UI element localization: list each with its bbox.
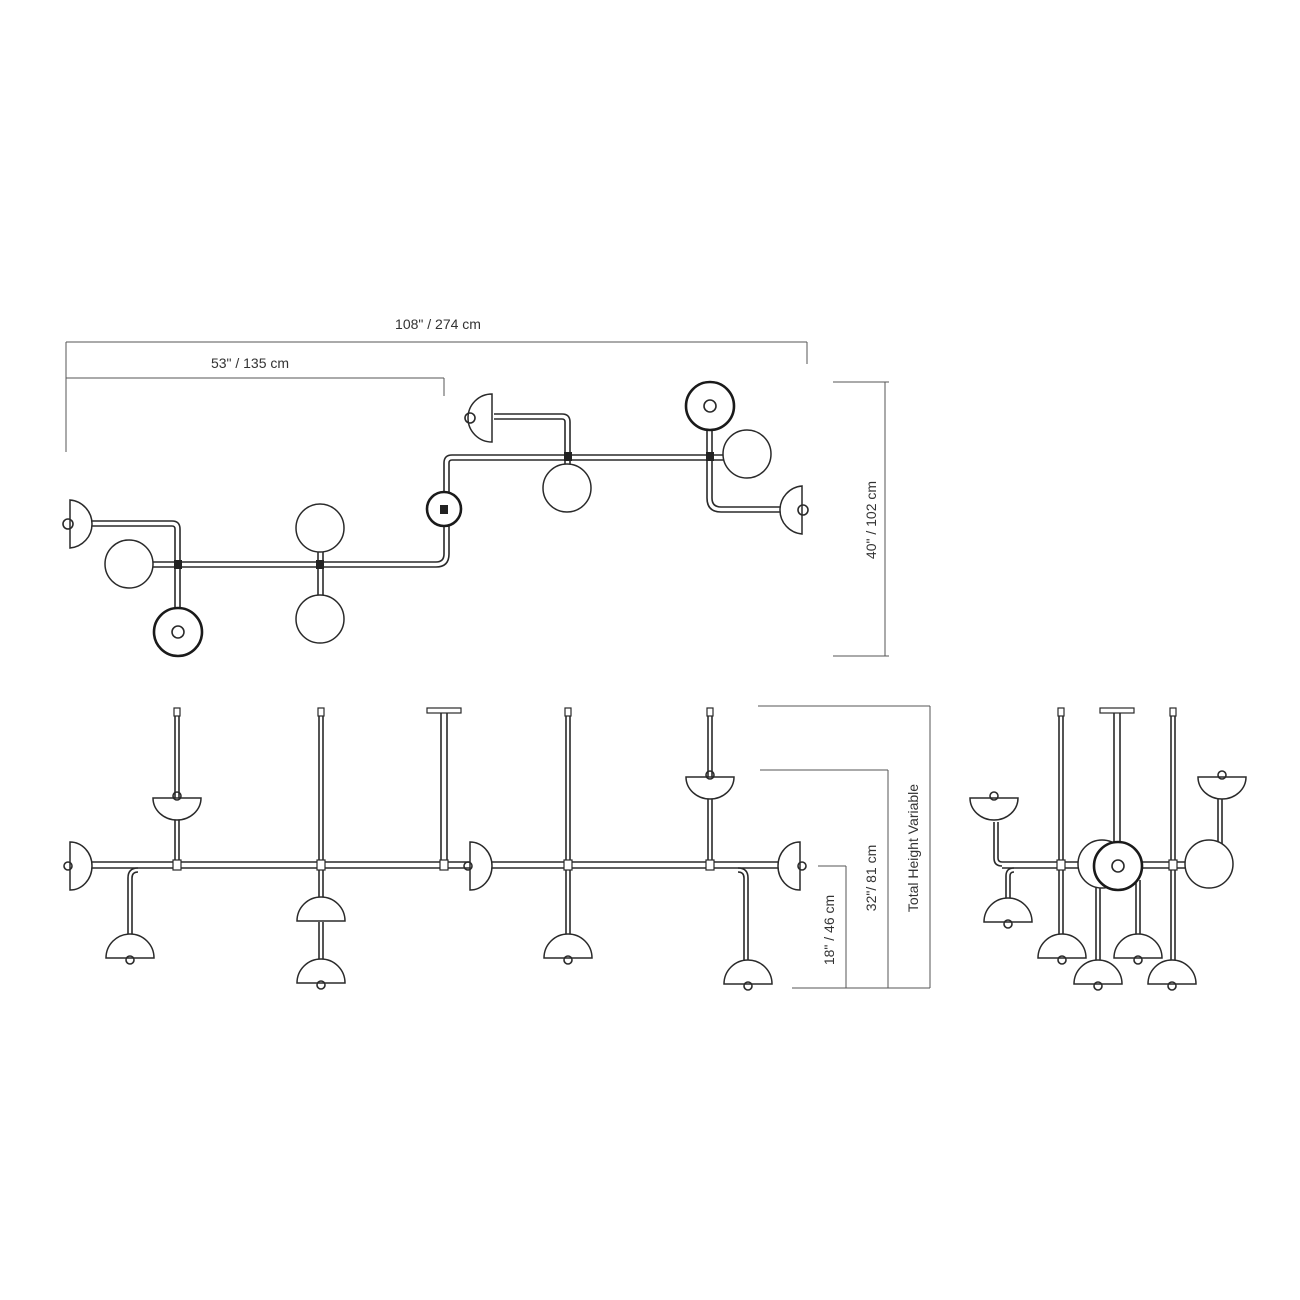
depth-dimension: 40" / 102 cm — [833, 381, 889, 657]
shade-top-10 — [779, 485, 803, 535]
front-shades — [63, 770, 807, 991]
top-joints — [174, 452, 714, 569]
shade-top-5 — [295, 594, 345, 644]
shade-top-1 — [69, 499, 93, 549]
drop-mid-label: 32"/ 81 cm — [863, 845, 879, 911]
half-width-label: 53" / 135 cm — [211, 355, 289, 371]
shade-top-2 — [104, 539, 154, 589]
front-view: 18" / 46 cm 32"/ 81 cm Total Height Vari… — [63, 705, 931, 991]
half-width-dimension: 53" / 135 cm — [66, 355, 445, 396]
shade-top-6 — [467, 393, 493, 443]
shade-top-8 — [684, 380, 736, 432]
shade-top-7 — [542, 463, 592, 513]
overall-width-label: 108" / 274 cm — [395, 316, 481, 332]
top-shades — [62, 380, 809, 658]
top-view: 108" / 274 cm 53" / 135 cm 40" / 102 cm — [62, 316, 889, 658]
side-view — [969, 707, 1247, 991]
total-height-label: Total Height Variable — [905, 784, 921, 912]
depth-label: 40" / 102 cm — [863, 481, 879, 559]
drop-low-label: 18" / 46 cm — [821, 895, 837, 965]
shade-top-9 — [722, 429, 772, 479]
overall-width-dimension: 108" / 274 cm — [65, 316, 808, 452]
height-dimensions: 18" / 46 cm 32"/ 81 cm Total Height Vari… — [758, 705, 931, 989]
shade-top-4 — [295, 503, 345, 553]
front-frame — [90, 707, 780, 962]
shade-top-3 — [152, 606, 204, 658]
